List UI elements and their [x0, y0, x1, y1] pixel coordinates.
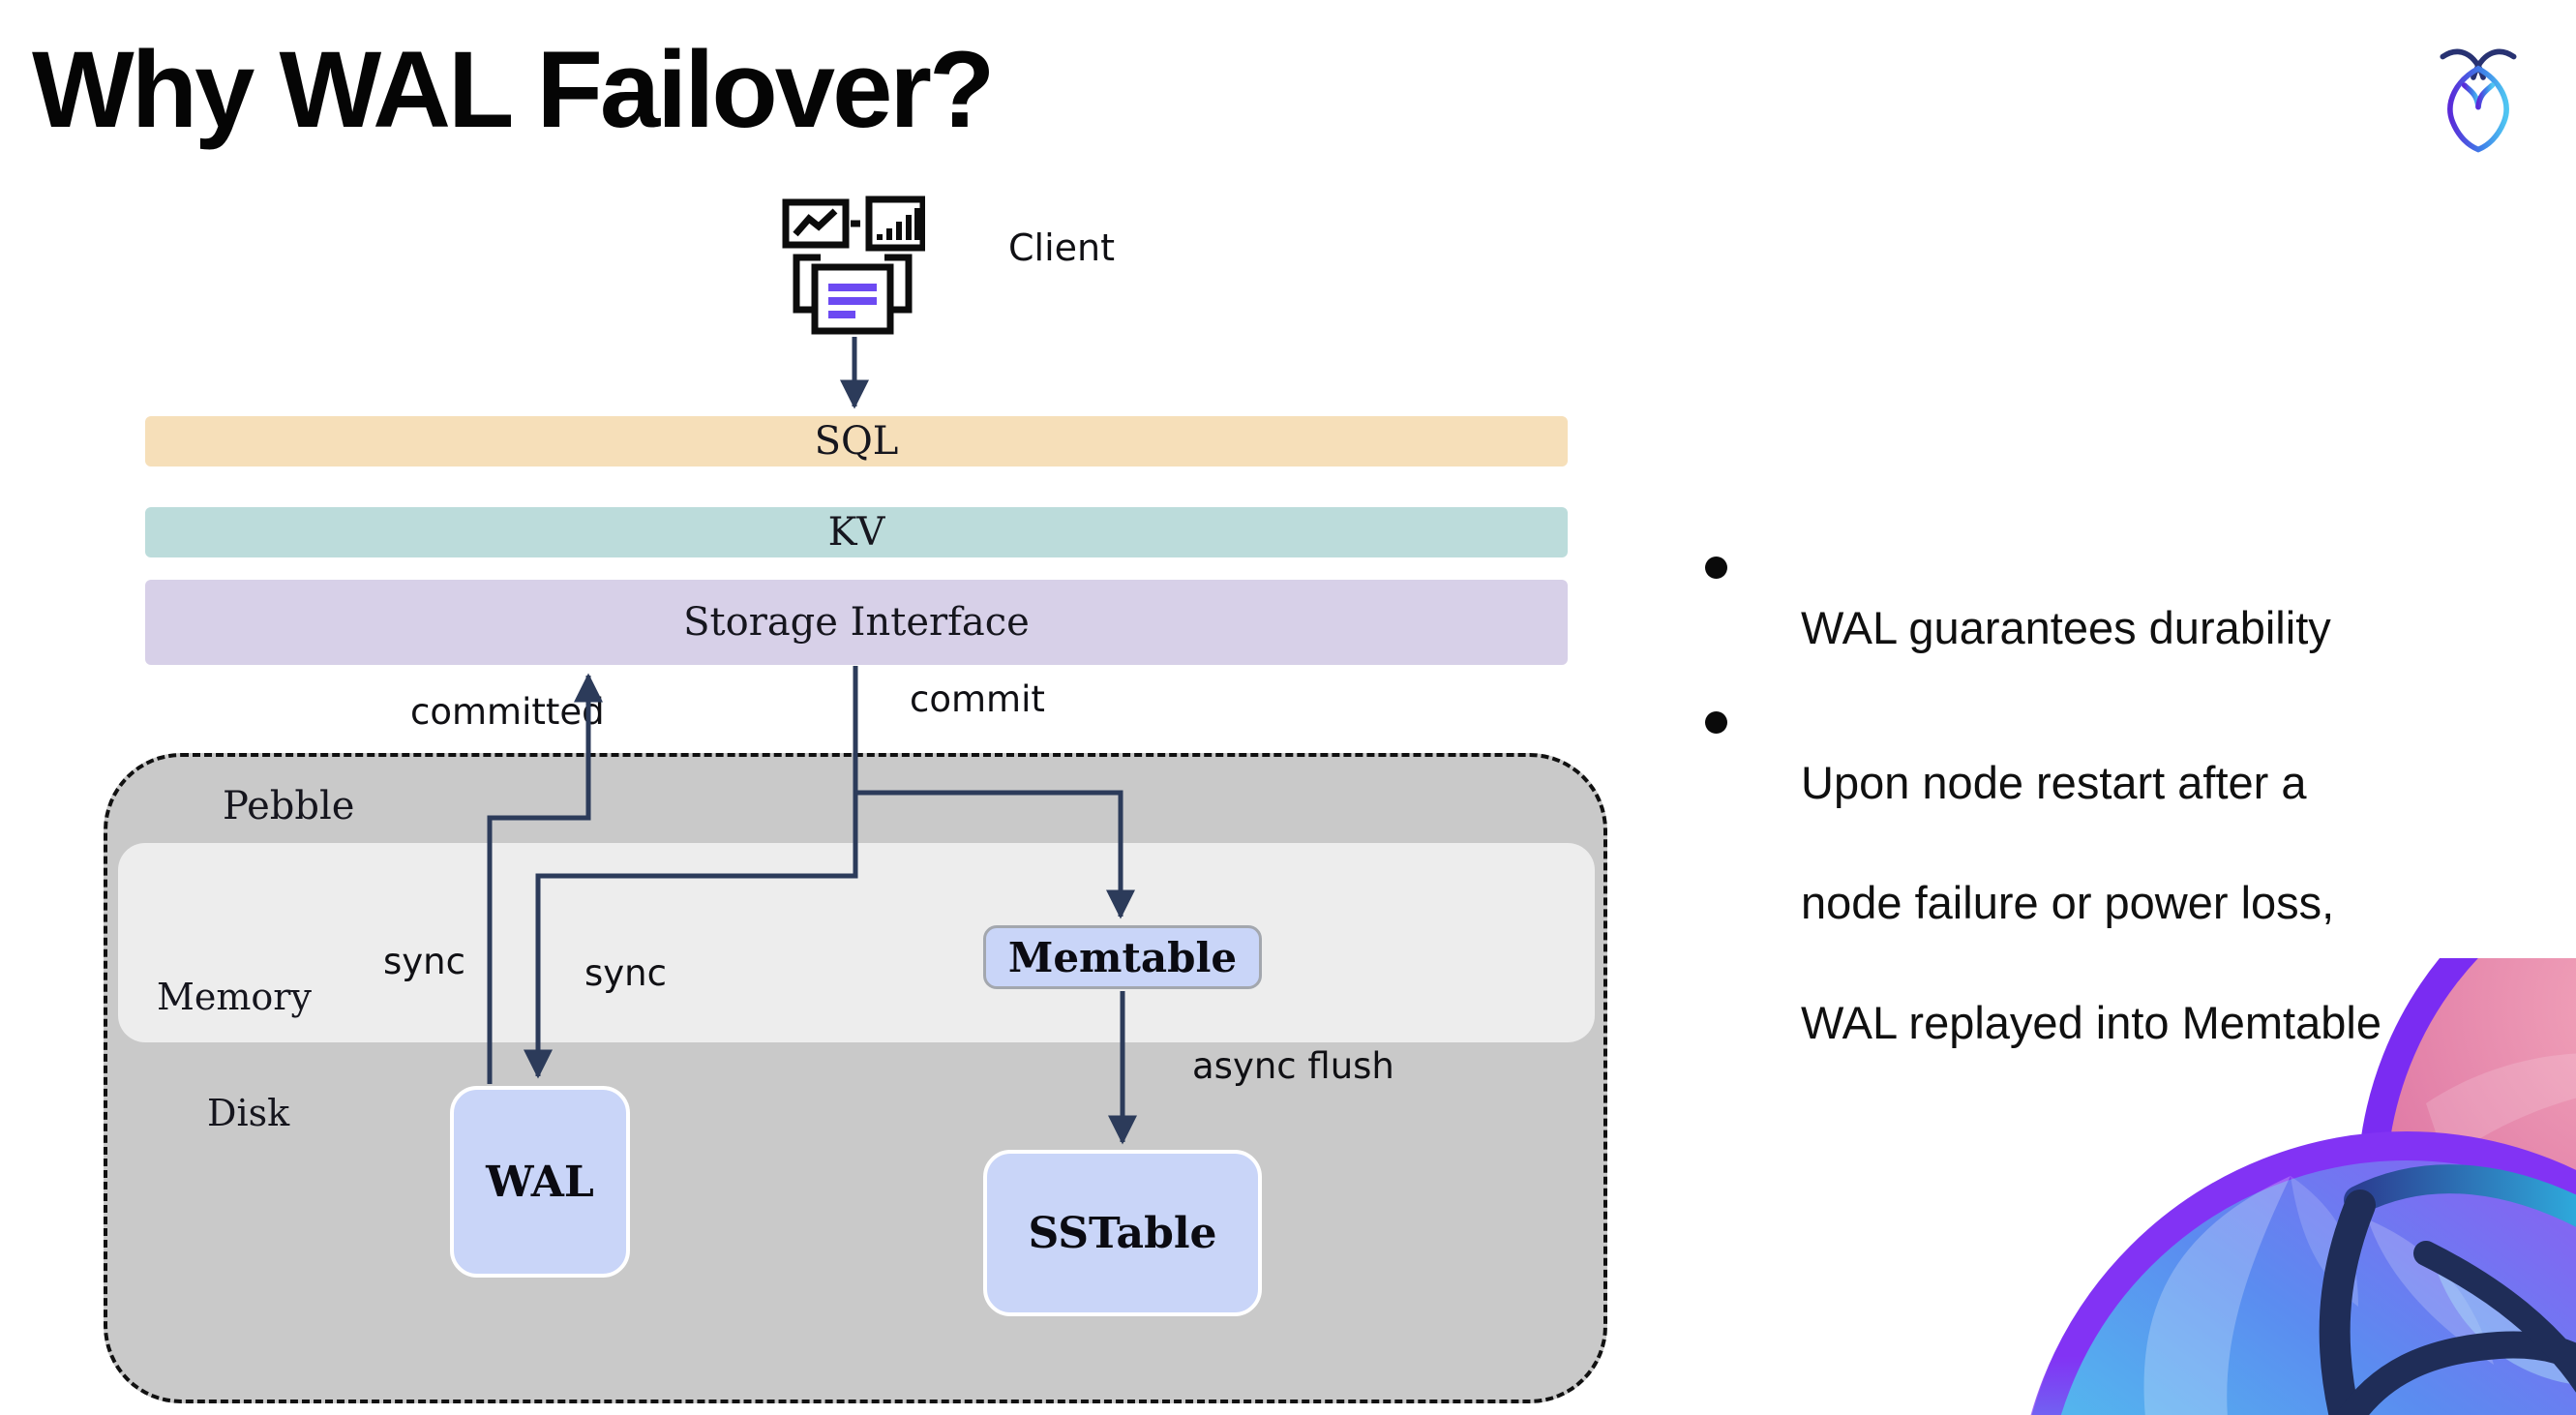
layer-storage-interface-label: Storage Interface	[683, 600, 1030, 645]
cockroachdb-roach-logo-icon	[2429, 45, 2528, 159]
memory-zone-label: Memory	[157, 976, 312, 1018]
cockroachdb-brand-art	[1971, 853, 2576, 1415]
node-wal: WAL	[450, 1086, 630, 1278]
edge-label-sync-right: sync	[584, 952, 667, 994]
bullet-dot	[1705, 711, 1727, 734]
memory-zone	[118, 843, 1595, 1042]
layer-sql: SQL	[145, 416, 1568, 467]
layer-sql-label: SQL	[814, 419, 899, 464]
node-memtable: Memtable	[983, 925, 1262, 989]
node-sstable: SSTable	[983, 1150, 1262, 1316]
edge-label-sync-left: sync	[383, 941, 465, 982]
edge-label-async-flush: async flush	[1192, 1045, 1394, 1087]
bullet-2-line-3: WAL replayed into Memtable	[1801, 997, 2381, 1048]
list-item: Upon node restart after a node failure o…	[1705, 693, 2537, 1053]
disk-zone-label: Disk	[207, 1092, 290, 1134]
node-wal-label: WAL	[486, 1157, 594, 1207]
node-memtable-label: Memtable	[1007, 933, 1238, 981]
bullet-1-text: WAL guarantees durability	[1801, 602, 2331, 653]
layer-kv: KV	[145, 507, 1568, 557]
bullet-list: WAL guarantees durability Upon node rest…	[1705, 538, 2537, 1088]
page-title: Why WAL Failover?	[32, 29, 995, 150]
list-item: WAL guarantees durability	[1705, 538, 2537, 658]
pebble-label: Pebble	[223, 784, 355, 828]
bullet-dot	[1705, 557, 1727, 579]
layer-kv-label: KV	[827, 510, 885, 555]
bullet-2-line-1: Upon node restart after a	[1801, 757, 2307, 808]
node-sstable-label: SSTable	[1028, 1208, 1217, 1258]
layer-storage-interface: Storage Interface	[145, 580, 1568, 665]
edge-label-committed: committed	[410, 691, 605, 733]
client-label: Client	[1008, 226, 1116, 269]
client-terminal-icon	[780, 194, 927, 339]
bullet-2-line-2: node failure or power loss,	[1801, 877, 2335, 928]
edge-label-commit: commit	[910, 678, 1045, 720]
